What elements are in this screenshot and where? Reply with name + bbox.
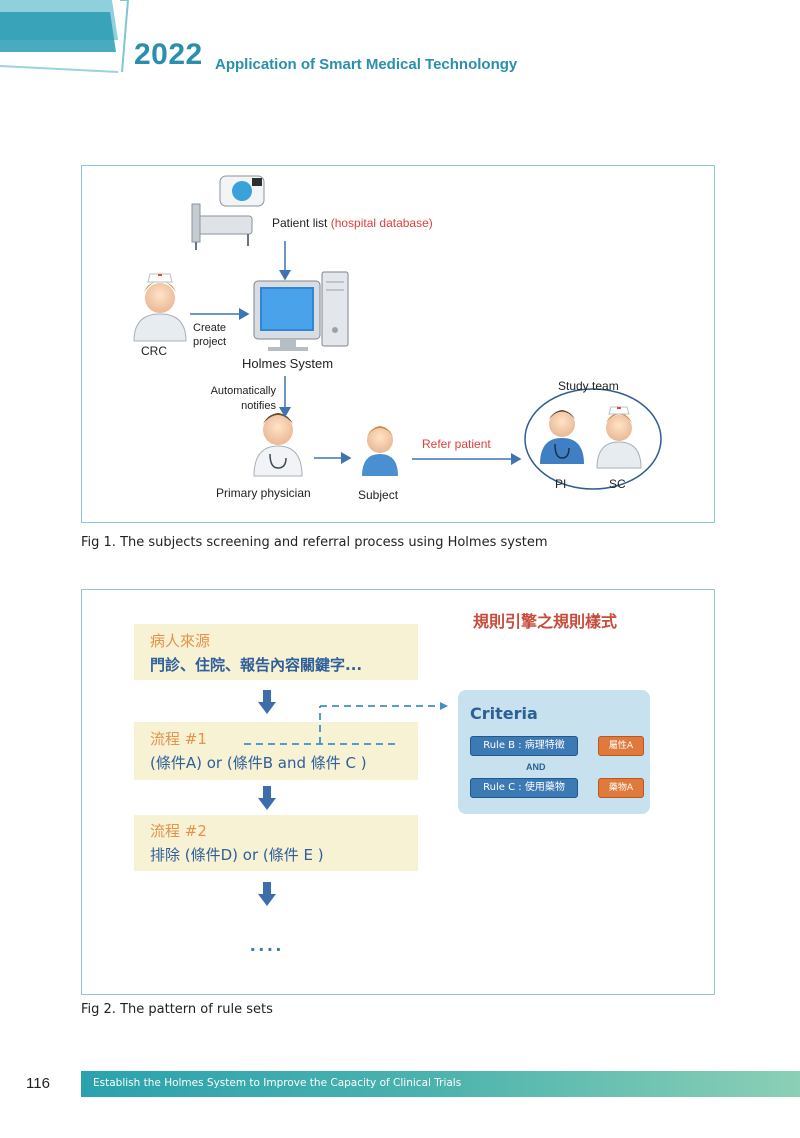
criteria-panel: Criteria Rule B : 病理特徵 屬性A AND Rule C : …	[458, 690, 650, 814]
down-arrow-icon	[258, 690, 276, 714]
rule-pattern-heading: 規則引擎之規則樣式	[473, 612, 618, 631]
create-project-label: Create project	[193, 322, 227, 348]
study-team-label: Study team	[558, 379, 619, 393]
header-year: 2022	[134, 38, 203, 71]
down-arrow-icon	[258, 882, 276, 906]
rule-b-pill: Rule B : 病理特徵	[470, 736, 578, 756]
patient-list-note: (hospital database)	[330, 216, 433, 230]
study-team-ellipse	[524, 388, 662, 490]
primary-physician-icon	[253, 413, 303, 477]
page-number: 116	[26, 1075, 50, 1092]
patient-list-label: Patient list (hospital database)	[272, 216, 433, 230]
refer-patient-label: Refer patient	[422, 437, 491, 451]
down-arrow-icon	[258, 786, 276, 810]
figure-1-diagram	[133, 175, 662, 490]
hospital-bed-icon	[191, 175, 265, 250]
footer-bar	[81, 1071, 800, 1097]
attribute-a-pill: 屬性A	[598, 736, 644, 756]
figure-2: 規則引擎之規則樣式 病人來源 門診、住院、報告內容關鍵字... 流程 #1 (條…	[81, 589, 715, 995]
pi-label: PI	[555, 477, 567, 491]
figure-2-caption: Fig 2. The pattern of rule sets	[81, 1002, 273, 1017]
computer-icon	[253, 271, 349, 351]
rule-c-pill: Rule C : 使用藥物	[470, 778, 578, 798]
figure-2-connectors	[244, 690, 448, 906]
subject-icon	[362, 426, 398, 476]
step2-body: 排除 (條件D) or (條件 E )	[150, 846, 324, 864]
auto-notify-label: Automatically notifies	[210, 385, 276, 412]
header-title: Application of Smart Medical Technolongy	[215, 56, 518, 73]
header-decoration	[0, 0, 130, 73]
criteria-dashed-connector	[244, 705, 440, 745]
step1-box: 流程 #1 (條件A) or (條件B and 條件 C )	[134, 722, 418, 780]
step2-box: 流程 #2 排除 (條件D) or (條件 E )	[134, 815, 418, 871]
ellipsis: ....	[250, 934, 285, 956]
primary-physician-label: Primary physician	[216, 486, 311, 500]
crc-nurse-icon	[133, 273, 187, 342]
footer-text: Establish the Holmes System to Improve t…	[93, 1077, 462, 1089]
drug-a-pill: 藥物A	[598, 778, 644, 798]
figure-1: Patient list (hospital database) CRC Cre…	[81, 165, 715, 523]
and-label: AND	[526, 762, 546, 772]
step2-title: 流程 #2	[150, 822, 207, 840]
patient-source-box: 病人來源 門診、住院、報告內容關鍵字...	[134, 624, 418, 680]
subject-label: Subject	[358, 488, 399, 502]
step1-title: 流程 #1	[150, 730, 207, 748]
figure-1-caption: Fig 1. The subjects screening and referr…	[81, 535, 548, 550]
holmes-system-label: Holmes System	[242, 356, 334, 371]
patient-source-body: 門診、住院、報告內容關鍵字...	[150, 656, 363, 674]
sc-label: SC	[609, 477, 626, 491]
step1-body: (條件A) or (條件B and 條件 C )	[150, 754, 367, 772]
patient-source-title: 病人來源	[150, 632, 211, 650]
sc-nurse-icon	[596, 406, 642, 469]
pi-doctor-icon	[540, 410, 584, 464]
criteria-title: Criteria	[470, 704, 538, 723]
crc-label: CRC	[141, 344, 167, 358]
